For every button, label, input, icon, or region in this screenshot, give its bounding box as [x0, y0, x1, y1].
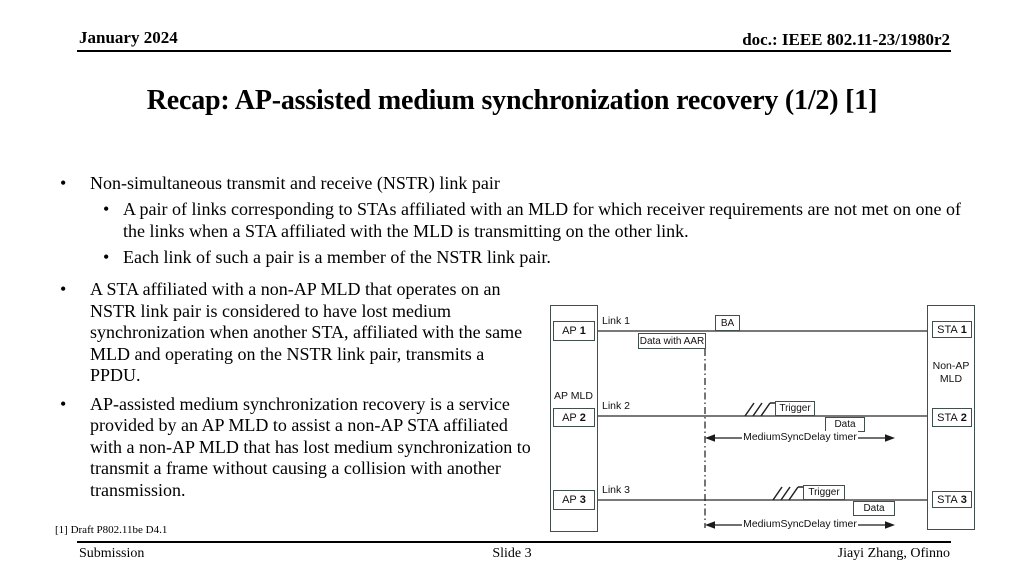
node-label: AP: [562, 494, 577, 506]
data-frame-link2: Data: [825, 417, 865, 432]
link3-busy-hatch: [772, 486, 804, 501]
node-number: 1: [960, 323, 967, 336]
header-date: January 2024: [79, 28, 178, 47]
footer-author: Jiayi Zhang, Ofinno: [837, 546, 950, 561]
sub-bullet-text: A pair of links corresponding to STAs af…: [123, 199, 961, 241]
link3-label: Link 3: [602, 484, 631, 496]
trigger-frame-link2: Trigger: [775, 401, 815, 416]
bullet-marker: [58, 172, 90, 194]
link-lines: [598, 330, 927, 501]
link2-busy-hatch: [744, 402, 776, 417]
ap-mld-label: AP MLD: [554, 390, 593, 402]
node-number: 2: [960, 411, 967, 424]
node-label: AP: [562, 325, 577, 337]
bullet-text: AP-assisted medium synchronization recov…: [90, 393, 531, 500]
footer-rule: [77, 541, 951, 543]
msd-timer-label-link3: MediumSyncDelay timer: [742, 518, 858, 530]
link1-label: Link 1: [602, 315, 631, 327]
bullet-item: AP-assisted medium synchronization recov…: [58, 394, 558, 502]
bullet-list-nstr: Non-simultaneous transmit and receive (N…: [58, 172, 968, 268]
bullet-item: Non-simultaneous transmit and receive (N…: [58, 172, 968, 194]
bullet-marker: [103, 246, 123, 268]
node-number: 3: [579, 494, 586, 506]
bullet-text: Non-simultaneous transmit and receive (N…: [90, 173, 500, 193]
footer-slide-number: Slide 3: [492, 546, 532, 561]
node-number: 3: [960, 493, 967, 506]
data-frame-link3: Data: [853, 501, 895, 516]
node-number: 2: [579, 411, 586, 424]
data-with-aar-frame: Data with AAR: [638, 333, 706, 349]
bullet-marker: [58, 394, 90, 416]
bullet-item: A STA affiliated with a non-AP MLD that …: [58, 279, 558, 387]
bullet-text: A STA affiliated with a non-AP MLD that …: [90, 279, 523, 385]
footer-submission: Submission: [79, 546, 145, 561]
bullet-marker: [58, 279, 90, 301]
diagram-lines-svg: [598, 330, 927, 529]
sub-bullet-item: A pair of links corresponding to STAs af…: [103, 198, 968, 242]
bullet-marker: [103, 198, 123, 220]
ba-frame: BA: [715, 315, 740, 331]
node-number: 1: [579, 325, 586, 337]
node-label: AP: [562, 411, 577, 424]
reference-footnote: [1] Draft P802.11be D4.1: [55, 524, 168, 536]
bullet-list-recovery: A STA affiliated with a non-AP MLD that …: [58, 279, 558, 501]
link2-label: Link 2: [602, 400, 631, 412]
node-label: STA: [937, 493, 958, 506]
node-label: STA: [937, 323, 958, 336]
header-doc-number: doc.: IEEE 802.11-23/1980r2: [742, 30, 950, 49]
trigger-frame-link3: Trigger: [803, 485, 845, 500]
header-rule: [77, 50, 951, 52]
sub-bullet-text: Each link of such a pair is a member of …: [123, 247, 551, 267]
busy-hatches: [744, 402, 804, 501]
sub-bullet-item: Each link of such a pair is a member of …: [103, 246, 968, 268]
non-ap-mld-label: Non-AP MLD: [932, 360, 970, 385]
slide-title: Recap: AP-assisted medium synchronizatio…: [146, 85, 878, 116]
node-label: STA: [937, 411, 958, 424]
msd-timer-label-link2: MediumSyncDelay timer: [742, 431, 858, 443]
